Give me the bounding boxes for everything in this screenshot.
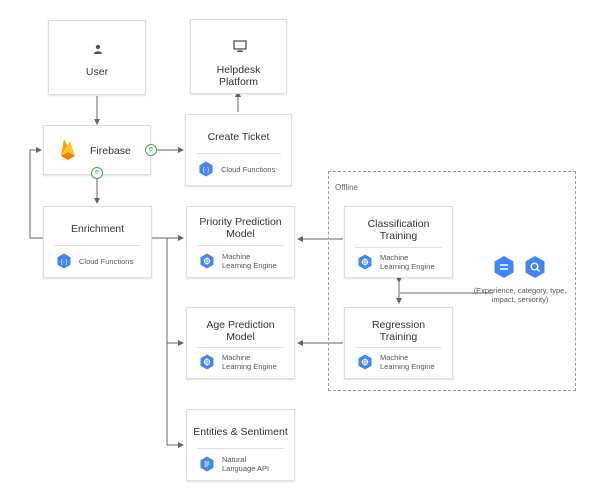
service-label-line2: Language API (222, 464, 270, 473)
service-row: {·} Cloud Functions (56, 253, 133, 269)
service-label: Machine Learning Engine (222, 252, 277, 270)
person-icon (93, 41, 103, 59)
service-label: Cloud Functions (221, 164, 276, 174)
service-label: Cloud Functions (79, 256, 134, 266)
service-label-line1: Machine (222, 252, 251, 261)
regression-title-line1: Regression (371, 319, 426, 331)
bigquery-icon[interactable] (523, 255, 547, 284)
service-row: Machine Learning Engine (357, 353, 435, 371)
service-label: Machine Learning Engine (222, 353, 277, 371)
firebase-title: Firebase (90, 145, 131, 157)
cloud-functions-icon: {·} (198, 161, 214, 177)
create-ticket-title: Create Ticket (207, 131, 270, 143)
regression-title-line2: Training (379, 331, 418, 343)
natural-language-icon (199, 456, 215, 472)
caption-line1: (Experience, category, type, (473, 286, 567, 295)
service-label: Machine Learning Engine (380, 353, 435, 371)
data-fields-caption: (Experience, category, type, impact, sen… (462, 286, 578, 304)
datalab-icon[interactable] (492, 255, 516, 284)
age-prediction-node[interactable]: Age Prediction Model Machine Learning En… (186, 307, 295, 379)
firebase-event-badge-right: e (145, 144, 157, 156)
priority-prediction-node[interactable]: Priority Prediction Model Machine Learni… (186, 206, 295, 278)
entities-title: Entities & Sentiment (193, 426, 288, 438)
svg-text:{·}: {·} (61, 259, 68, 266)
ml-engine-icon (357, 354, 373, 370)
service-label-line2: Learning Engine (222, 261, 277, 270)
service-label-line2: Learning Engine (222, 362, 277, 371)
monitor-icon (233, 39, 247, 57)
service-label-line1: Machine (380, 253, 409, 262)
classification-title-line1: Classification (367, 218, 430, 230)
service-label-line1: Machine (222, 353, 251, 362)
svg-text:{·}: {·} (203, 167, 210, 174)
ml-engine-icon (357, 254, 373, 270)
cloud-functions-icon: {·} (56, 253, 72, 269)
age-title-line1: Age Prediction (206, 319, 275, 331)
classification-training-node[interactable]: Classification Training Machine Learning… (344, 206, 453, 278)
service-label-line1: Natural (222, 455, 247, 464)
age-title-line2: Model (226, 331, 255, 343)
divider (197, 448, 284, 449)
helpdesk-node[interactable]: Helpdesk Platform (190, 19, 287, 94)
priority-title-line2: Model (226, 228, 255, 240)
divider (196, 153, 281, 154)
service-row: Machine Learning Engine (199, 252, 277, 270)
firebase-event-badge-bottom: e (91, 167, 103, 179)
caption-line2: impact, seniority) (491, 295, 549, 304)
divider (197, 347, 284, 348)
service-row: Natural Language API (199, 455, 269, 473)
service-label: Machine Learning Engine (380, 253, 435, 271)
regression-training-node[interactable]: Regression Training Machine Learning Eng… (344, 307, 453, 379)
service-label-line1: Machine (380, 353, 409, 362)
service-row: Machine Learning Engine (357, 253, 435, 271)
enrichment-loop-to-firebase-arrow (29, 147, 43, 239)
offline-label: Offline (335, 183, 358, 192)
entities-sentiment-node[interactable]: Entities & Sentiment Natural Language AP… (186, 409, 295, 481)
priority-title-line1: Priority Prediction (199, 216, 282, 228)
classification-title-line2: Training (379, 230, 418, 242)
service-row: {·} Cloud Functions (198, 161, 275, 177)
firebase-flame-icon (60, 138, 76, 165)
helpdesk-title-line1: Helpdesk (216, 64, 261, 76)
divider (355, 347, 442, 348)
service-row: Machine Learning Engine (199, 353, 277, 371)
ml-engine-icon (199, 253, 215, 269)
user-node[interactable]: User (48, 20, 146, 95)
divider (54, 245, 141, 246)
helpdesk-title-line2: Platform (218, 76, 259, 88)
service-label-line2: Learning Engine (380, 262, 435, 271)
enrichment-title: Enrichment (70, 223, 125, 235)
offline-region (328, 171, 576, 391)
create-ticket-node[interactable]: Create Ticket {·} Cloud Functions (185, 114, 292, 186)
ml-engine-icon (199, 354, 215, 370)
service-label-line2: Learning Engine (380, 362, 435, 371)
enrichment-node[interactable]: Enrichment {·} Cloud Functions (43, 206, 152, 278)
user-title: User (85, 66, 109, 78)
divider (355, 247, 442, 248)
divider (197, 245, 284, 246)
service-label: Natural Language API (222, 455, 269, 473)
